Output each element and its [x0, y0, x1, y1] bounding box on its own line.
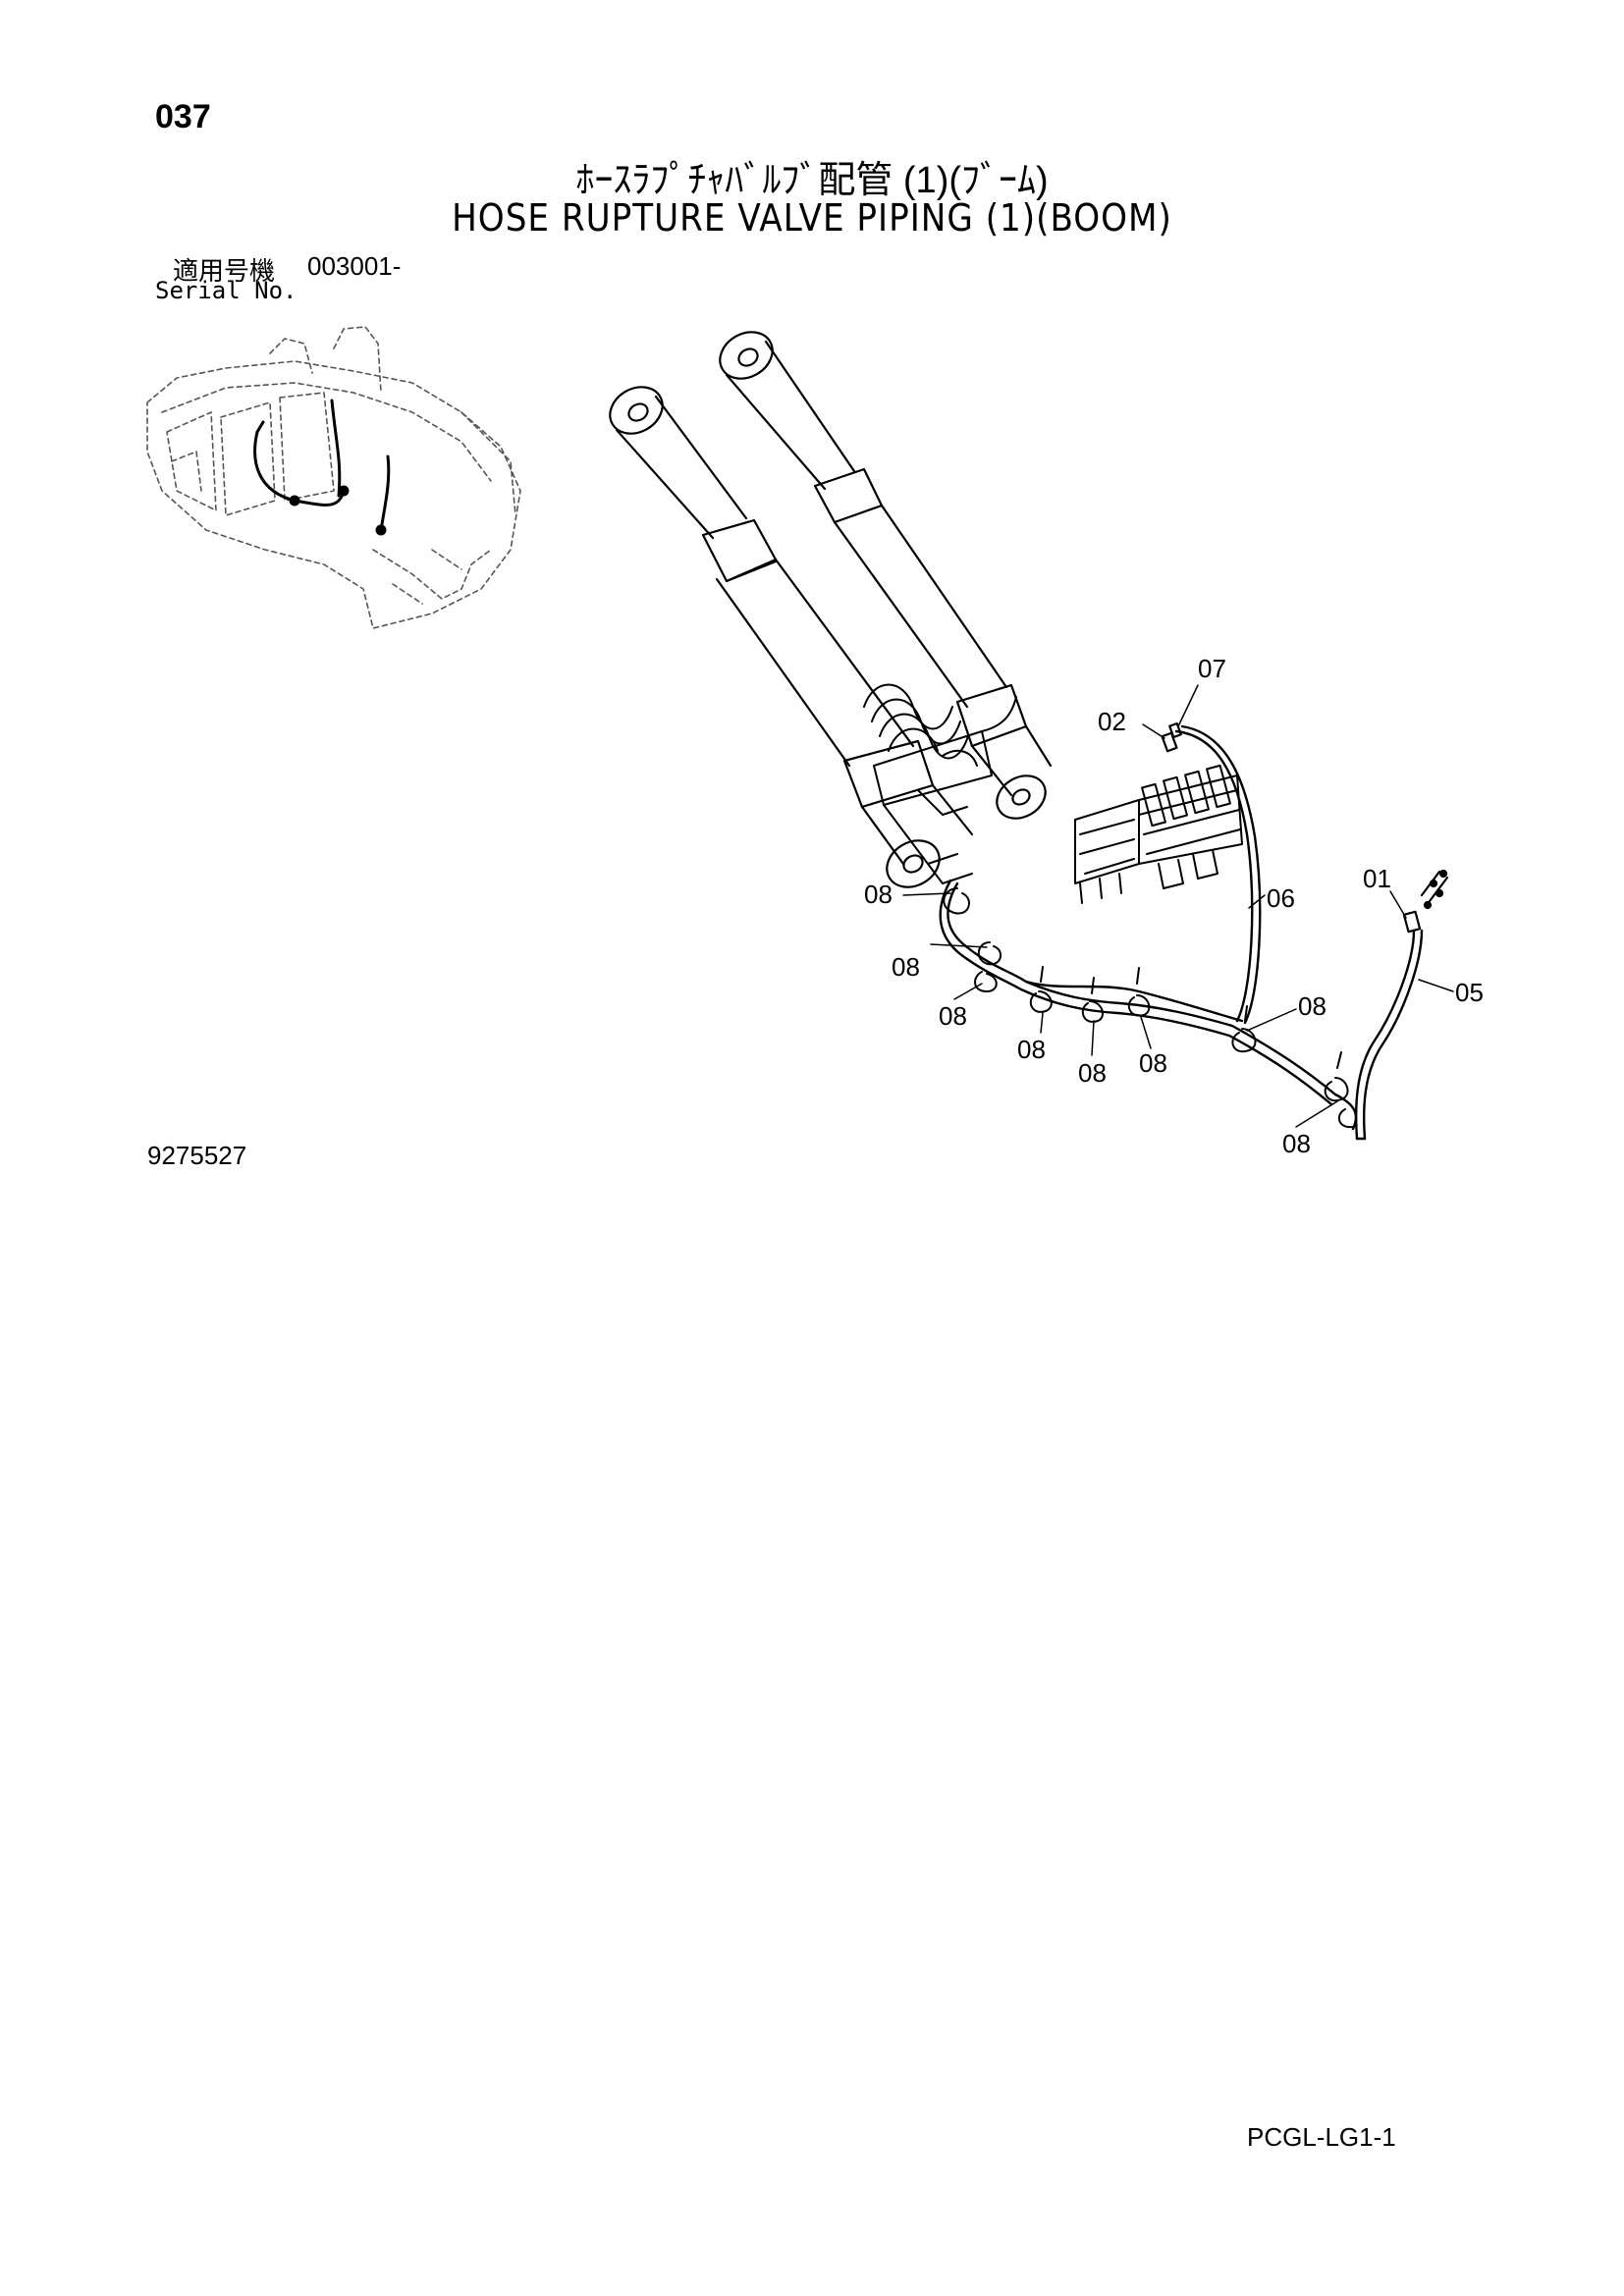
hose-rupture-valve-assembly: [863, 683, 1017, 884]
callout-08-a: 08: [864, 880, 893, 909]
hose-05: [1354, 929, 1424, 1141]
drawing-number: 9275527: [147, 1141, 247, 1170]
control-valve-block: [1074, 764, 1243, 904]
clamps-08: [943, 887, 1354, 1129]
boom-cylinder-right: [719, 331, 1053, 820]
excavator-locator-illustration: [146, 326, 521, 629]
hose-main-run: [939, 879, 1358, 1131]
title-english: HOSE RUPTURE VALVE PIPING (1)(BOOM): [452, 196, 1172, 240]
callout-01: 01: [1363, 864, 1391, 893]
callout-08-c: 08: [939, 1001, 967, 1031]
callout-labels: 07 02 06 01 05 08 08 08 08 08 08 08 08: [864, 654, 1484, 1158]
fitting-01: [1402, 869, 1449, 934]
callout-07: 07: [1198, 654, 1226, 683]
fitting-02-07: [1161, 721, 1182, 753]
serial-value: 003001-: [307, 251, 402, 281]
document-code: PCGL-LG1-1: [1247, 2122, 1396, 2152]
callout-08-d: 08: [1017, 1035, 1046, 1064]
callout-05: 05: [1455, 978, 1484, 1007]
hose-06: [1174, 724, 1262, 1025]
callout-08-h: 08: [1282, 1129, 1311, 1158]
callout-02: 02: [1098, 707, 1126, 736]
excavator-locator-hose: [253, 399, 391, 536]
serial-label-english: Serial No.: [155, 277, 298, 304]
boom-cylinder-left: [609, 386, 974, 888]
callout-08-b: 08: [892, 952, 920, 982]
title-japanese: ﾎｰｽﾗﾌﾟﾁｬﾊﾞﾙﾌﾞ配管 (1)(ﾌﾞｰﾑ): [575, 160, 1049, 201]
callout-08-g: 08: [1298, 991, 1326, 1021]
callout-06: 06: [1267, 883, 1295, 913]
callout-08-e: 08: [1078, 1058, 1107, 1088]
page-number: 037: [155, 98, 211, 135]
callout-08-f: 08: [1139, 1048, 1167, 1078]
leader-lines: [902, 684, 1454, 1128]
serial-label-japanese: 適用号機: [173, 256, 276, 286]
